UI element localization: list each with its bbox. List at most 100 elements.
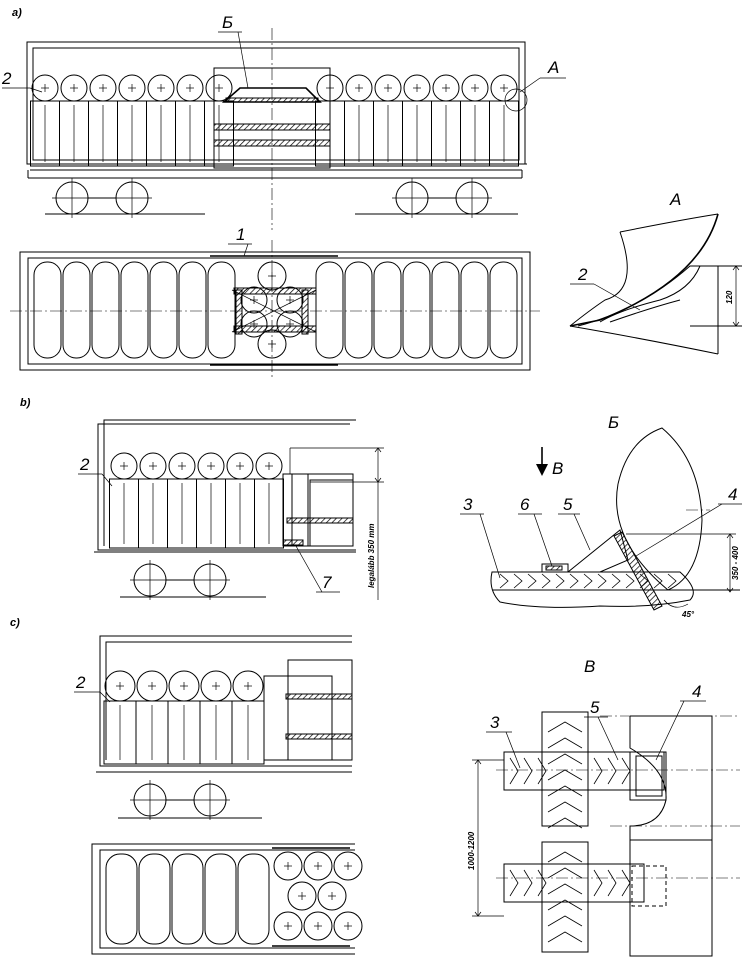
wood-grain (547, 867, 583, 879)
wood-grain (621, 757, 631, 785)
detail-a-title: A (669, 190, 681, 209)
binding-bar (301, 289, 309, 335)
log-plan (33, 261, 62, 359)
log-plan (178, 261, 207, 359)
callout-a-marker: A (547, 58, 559, 77)
log-end-circle (333, 851, 363, 881)
log-plan (171, 853, 204, 945)
log-side (489, 100, 519, 167)
wood-grain (593, 757, 603, 785)
wood-grain (547, 753, 583, 765)
log-plan (315, 261, 344, 359)
wood-grain (547, 915, 583, 927)
log-plan (431, 261, 460, 359)
detail-a: A 120 2 (569, 190, 742, 355)
wood-grain (513, 573, 523, 589)
wagon-side-view-c: c) 2 (10, 617, 353, 820)
callout-3-b: 3 (463, 495, 473, 514)
log-plan (120, 261, 149, 359)
wood-grain (537, 757, 547, 785)
log-end-circle (317, 881, 347, 911)
wood-grain (523, 869, 533, 897)
wood-grain (597, 573, 607, 589)
wood-grain (625, 573, 635, 589)
detail-v: В 1000-1200 3 5 4 (467, 657, 740, 957)
log-plan (207, 261, 236, 359)
log-end-circle (273, 851, 303, 881)
callout-5-v: 5 (590, 698, 600, 717)
wood-grain (537, 869, 547, 897)
log-plan (489, 261, 518, 359)
wood-grain (547, 883, 583, 895)
wood-grain (527, 573, 537, 589)
panel-label-b: b) (20, 397, 31, 409)
detail-b: Б В 350 - 400 45° 3 6 5 4 (460, 413, 742, 619)
log-plan (402, 261, 431, 359)
log-plan (91, 261, 120, 359)
wood-grain (547, 721, 583, 733)
callout-2-detail: 2 (577, 265, 588, 284)
callout-4-b: 4 (728, 485, 737, 504)
callout-2-b: 2 (79, 455, 90, 474)
log-plan (344, 261, 373, 359)
panel-label-c: c) (10, 617, 20, 629)
log-end-circle (287, 881, 317, 911)
wood-grain (621, 869, 631, 897)
wood-grain (523, 757, 533, 785)
log-plan (138, 853, 171, 945)
log-end-circle (303, 851, 333, 881)
wood-grain (509, 869, 519, 897)
dim-120: 120 (725, 290, 734, 304)
wood-grain (547, 851, 583, 863)
view-arrow-v: В (552, 459, 563, 478)
callout-2-c: 2 (75, 673, 86, 692)
wood-grain (547, 817, 583, 829)
callout-7: 7 (322, 573, 332, 592)
wood-grain (593, 869, 603, 897)
callout-3-v: 3 (490, 713, 500, 732)
log-plan (62, 261, 91, 359)
wood-grain (499, 573, 509, 589)
binding-bar (235, 289, 243, 335)
wagon-side-view-a: a) 2 Б A (1, 7, 566, 230)
detail-v-title: В (584, 657, 595, 676)
callout-5-b: 5 (563, 495, 573, 514)
dim-legalabb: legalább 350 mm (367, 524, 376, 588)
wood-grain (667, 573, 677, 589)
wood-grain (611, 573, 621, 589)
wagon-end-view-b: b) legalább 350 mm 2 7 (20, 397, 384, 600)
wood-grain (509, 757, 519, 785)
log-plan (204, 853, 237, 945)
wood-grain (547, 769, 583, 781)
wood-grain (653, 573, 663, 589)
wood-grain (547, 801, 583, 813)
wood-grain (607, 869, 617, 897)
wood-grain (547, 899, 583, 911)
callout-b-a: Б (222, 13, 233, 32)
wood-grain (583, 573, 593, 589)
log-plan (105, 853, 138, 945)
log-plan (373, 261, 402, 359)
log-end-circle (273, 911, 303, 941)
wagon-plan-view-a: 1 (10, 225, 540, 378)
wagon-plan-view-c (91, 843, 363, 955)
wood-grain (569, 573, 579, 589)
cross-brace (231, 289, 317, 333)
callout-2-a: 2 (1, 69, 12, 88)
dim-350-400: 350 - 400 (731, 546, 740, 580)
log-plan (149, 261, 178, 359)
log-end-circle (333, 911, 363, 941)
dim-45: 45° (681, 610, 695, 619)
wood-grain (547, 785, 583, 797)
wood-grain (607, 757, 617, 785)
detail-b-title: Б (608, 413, 619, 432)
log-side (204, 100, 234, 167)
wood-grain (547, 737, 583, 749)
wood-grain (547, 931, 583, 943)
log-plan (460, 261, 489, 359)
log-plan (237, 853, 270, 945)
callout-6: 6 (520, 495, 530, 514)
binding-bar (233, 325, 317, 333)
callout-1: 1 (236, 225, 245, 244)
